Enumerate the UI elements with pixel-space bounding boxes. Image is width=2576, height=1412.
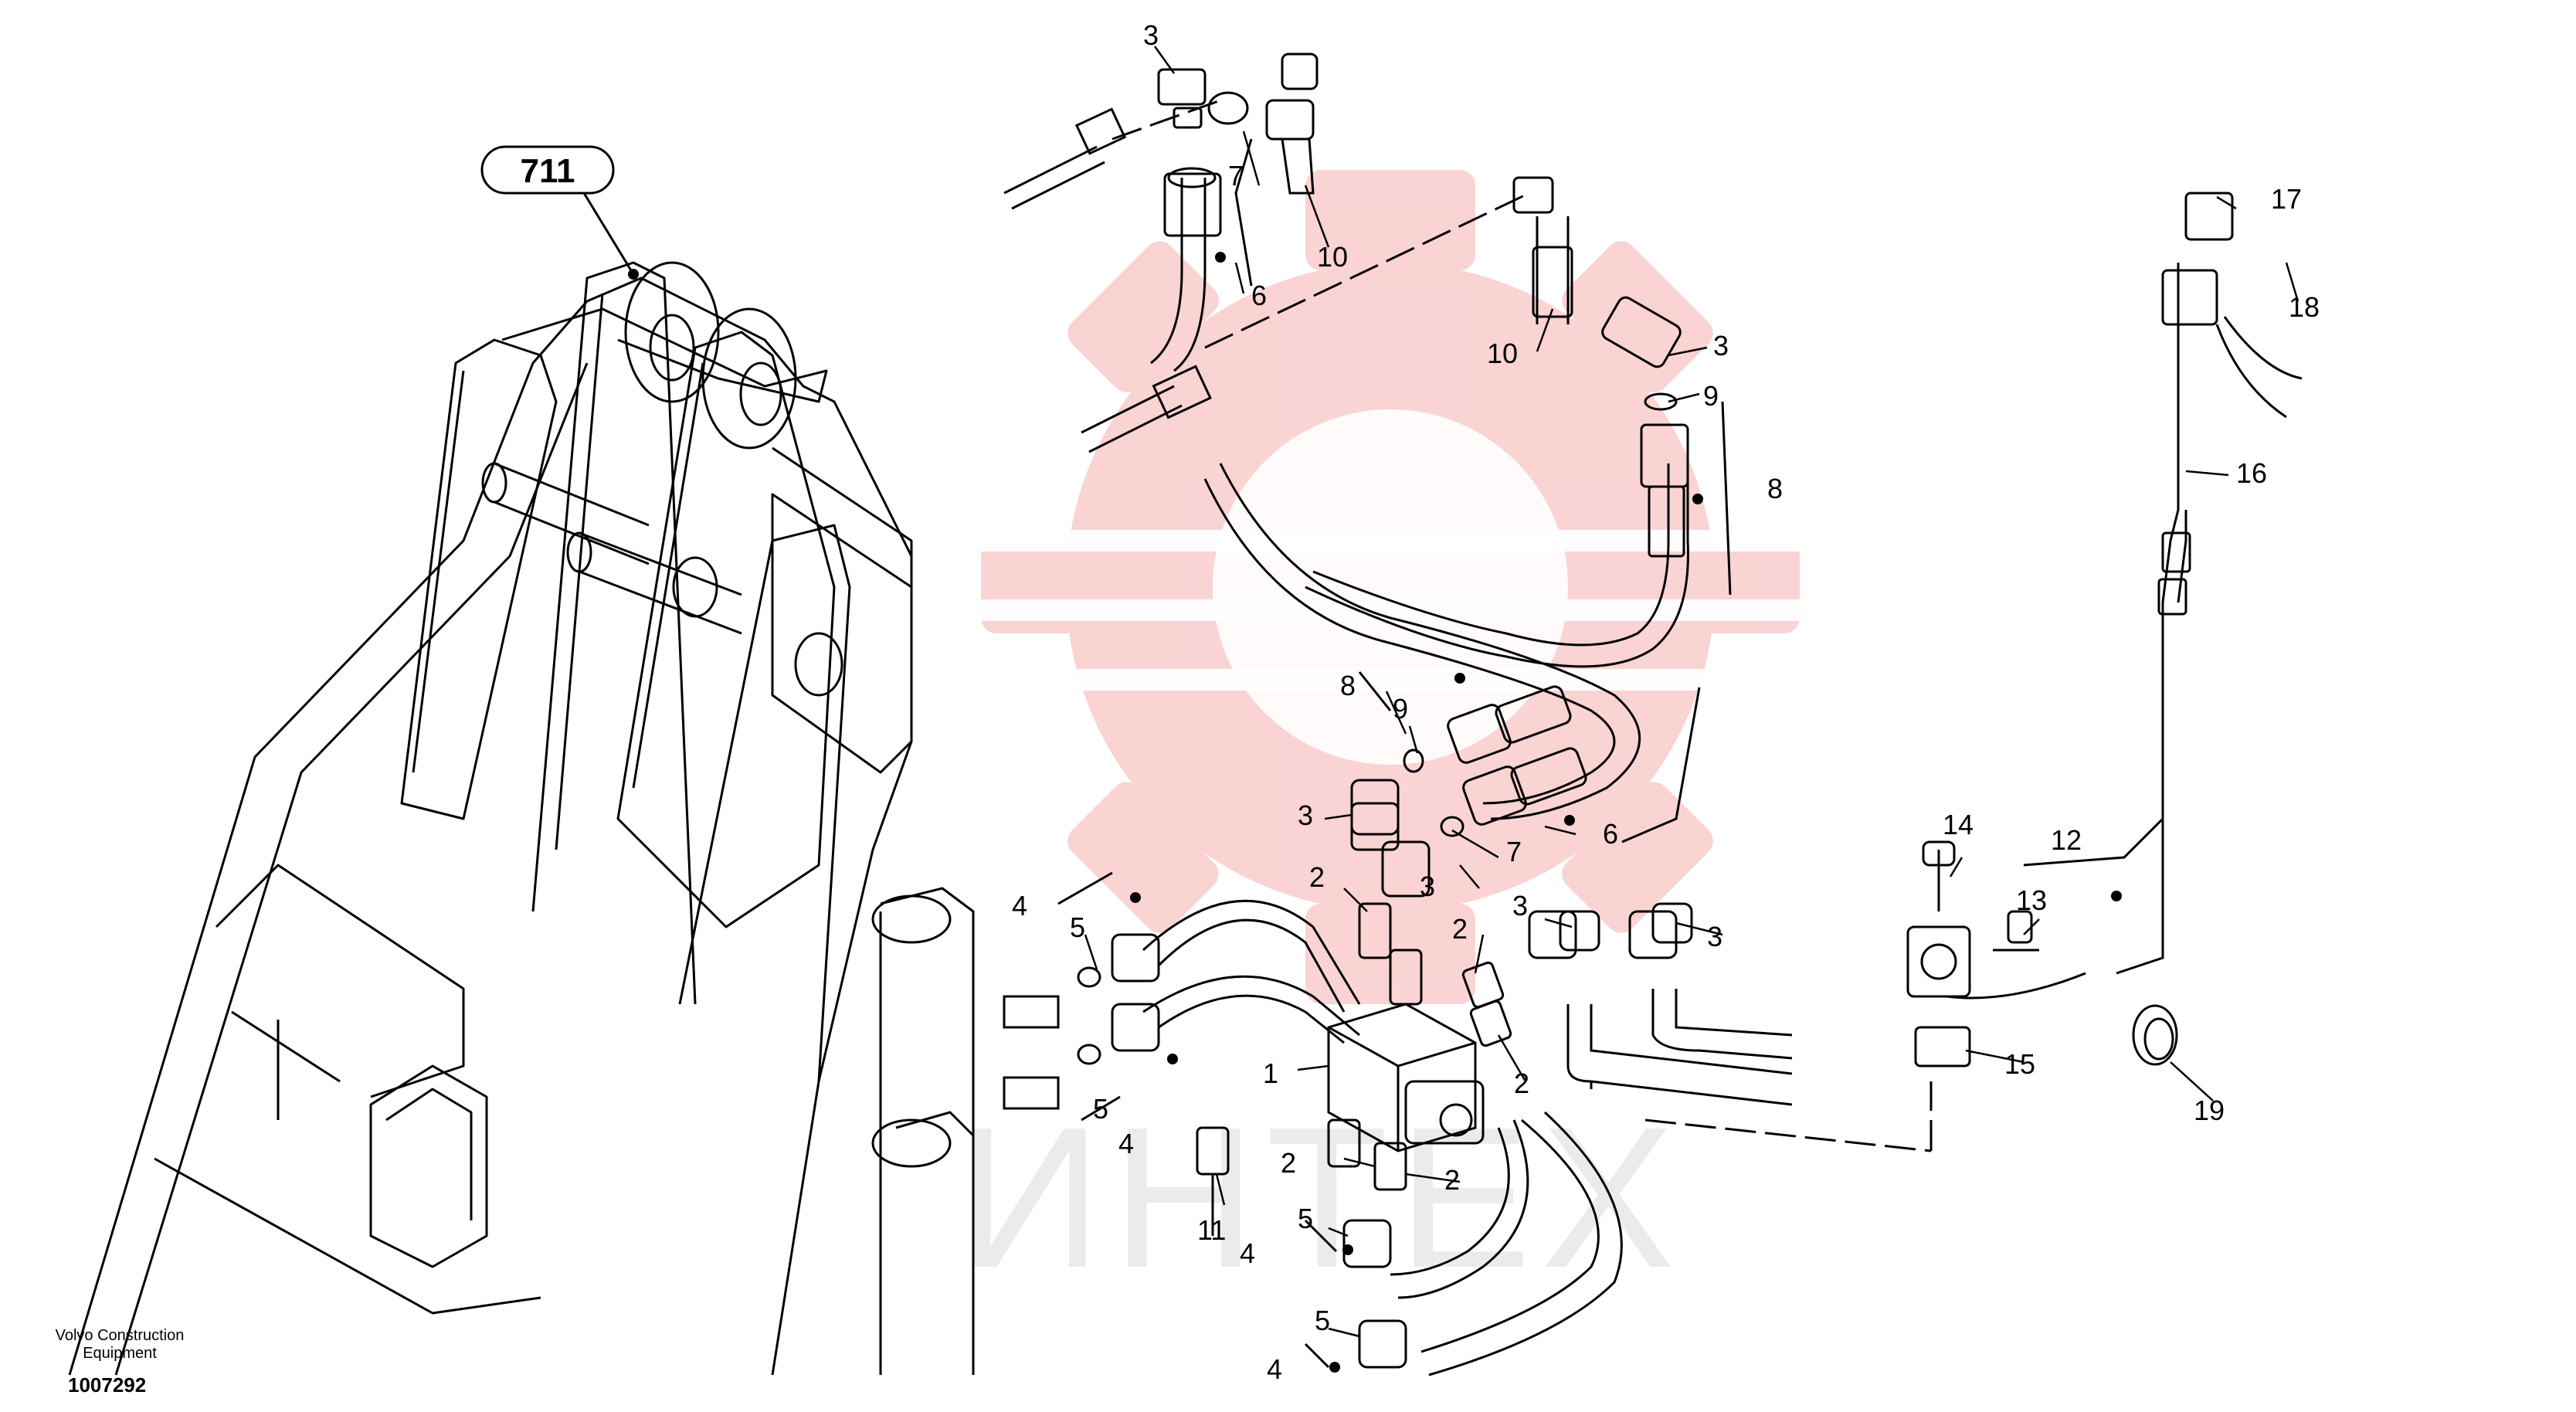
leader-lines <box>1084 46 2299 1338</box>
callout-label: 3 <box>1143 19 1159 51</box>
drawing-number: 1007292 <box>68 1373 146 1397</box>
callout-label: 3 <box>1512 890 1528 922</box>
callout-label: 7 <box>1506 836 1522 867</box>
callout-label: 4 <box>1240 1237 1255 1269</box>
watermark-text: ИНТЕХ <box>958 1086 1684 1310</box>
footer-company-line2: Equipment <box>83 1345 157 1362</box>
watermark-stripes <box>811 530 1970 691</box>
reference-callout: 711 <box>480 145 639 280</box>
callout-label: 10 <box>1487 338 1518 369</box>
callout-label: 15 <box>2004 1048 2035 1080</box>
footer-company-line1: Volvo Construction <box>56 1327 185 1344</box>
callout-label: 2 <box>1309 861 1325 893</box>
callout-label: 4 <box>1118 1128 1134 1159</box>
callout-label: 9 <box>1703 380 1719 412</box>
callout-label: 18 <box>2289 291 2320 323</box>
boom-frame <box>68 261 975 1376</box>
callout-label: 14 <box>1943 809 1974 840</box>
callout-label: 4 <box>1267 1353 1282 1385</box>
watermark-inner <box>1213 409 1568 765</box>
callout-label: 11 <box>1197 1214 1226 1246</box>
callout-label: 4 <box>1012 890 1027 922</box>
footer: Volvo Construction Equipment 1007292 <box>56 1327 185 1397</box>
callout-label: 6 <box>1603 818 1618 850</box>
callout-label: 1 <box>1263 1057 1278 1089</box>
callout-label: 3 <box>1298 799 1313 831</box>
hydraulic-hoses <box>1003 53 2303 1376</box>
callout-label: 5 <box>1070 911 1085 943</box>
callout-label: 6 <box>1251 280 1267 311</box>
callout-label: 9 <box>1393 693 1408 725</box>
callout-label: 7 <box>1228 160 1244 192</box>
callout-label: 3 <box>1420 871 1435 902</box>
callout-label: 8 <box>1767 473 1783 504</box>
callout-label: 5 <box>1315 1305 1330 1336</box>
callout-label: 17 <box>2271 183 2302 215</box>
callout-label: 2 <box>1452 913 1468 945</box>
callouts: 3 7 10 6 10 3 9 8 17 18 16 8 9 3 7 6 3 2… <box>1012 19 2320 1385</box>
reference-box <box>480 145 615 195</box>
callout-label: 2 <box>1281 1147 1296 1179</box>
callout-label: 3 <box>1713 330 1729 361</box>
callout-label: 2 <box>1444 1164 1460 1196</box>
callout-label: 16 <box>2236 457 2267 489</box>
callout-label: 3 <box>1707 921 1722 952</box>
callout-label: 13 <box>2016 884 2047 916</box>
callout-label: 19 <box>2194 1095 2225 1126</box>
callout-label: 5 <box>1093 1093 1108 1125</box>
callout-label: 2 <box>1514 1067 1529 1099</box>
reference-label: 711 <box>521 152 575 190</box>
leader-dot <box>628 269 639 280</box>
callout-label: 5 <box>1298 1203 1313 1234</box>
bullet-dots <box>1130 252 2122 1373</box>
callout-label: 12 <box>2051 824 2082 856</box>
callout-label: 10 <box>1317 241 1348 273</box>
callout-label: 8 <box>1340 670 1356 701</box>
